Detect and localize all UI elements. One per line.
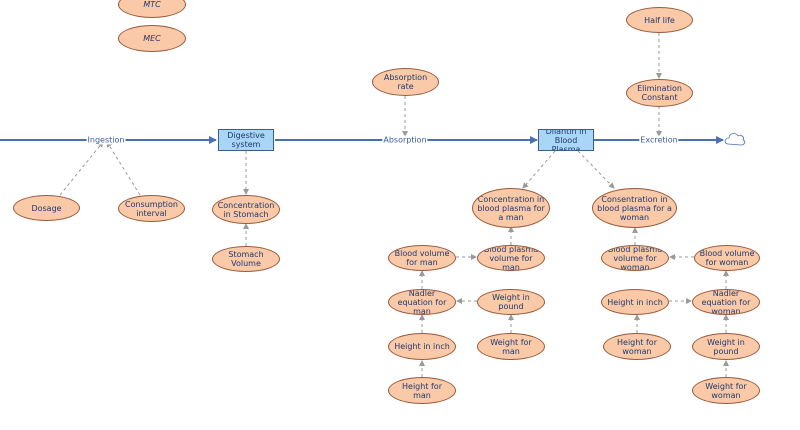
variable-concentration-blood-plasma-woman[interactable]: Consentration in blood plasma for a woma… xyxy=(592,188,677,228)
link-consumption-ingestion xyxy=(106,141,141,196)
variable-mec[interactable]: MEC xyxy=(118,25,186,52)
variable-concentration-blood-plasma-man[interactable]: Concentration in blood plasma for a man xyxy=(472,188,550,228)
variable-height-for-man[interactable]: Height for man xyxy=(388,377,456,404)
variable-stomach-volume[interactable]: Stomach Volume xyxy=(212,246,280,272)
stock-dilantin-in-blood-plasma[interactable]: Dilantin in Blood Plasma xyxy=(538,129,594,151)
variable-elimination-constant[interactable]: Elimination Constant xyxy=(626,79,693,107)
variable-height-for-woman[interactable]: Height for woman xyxy=(603,333,671,360)
variable-weight-in-pound-man[interactable]: Weight in pound xyxy=(477,289,545,315)
variable-absorption-rate[interactable]: Absorption rate xyxy=(372,68,439,96)
flow-label-ingestion[interactable]: Ingestion xyxy=(86,135,126,145)
variable-weight-for-woman[interactable]: Weight for woman xyxy=(692,377,760,404)
cloud-icon xyxy=(724,133,746,146)
variable-nadler-equation-for-man[interactable]: Nadler equation for man xyxy=(388,289,456,315)
link-dilantin-conc-woman xyxy=(577,150,615,189)
link-dilantin-conc-man xyxy=(522,150,556,189)
stock-digestive-system[interactable]: Digestive system xyxy=(218,129,274,151)
variable-blood-plasma-volume-for-man[interactable]: Blood plasma volume for man xyxy=(477,245,545,271)
variable-concentration-in-stomach[interactable]: Concentration in Stomach xyxy=(212,195,280,224)
link-dosage-ingestion xyxy=(59,141,104,196)
variable-consumption-interval[interactable]: Consumption interval xyxy=(118,195,185,222)
variable-blood-volume-for-woman[interactable]: Blood volume for woman xyxy=(694,245,760,271)
variable-height-in-inch-man[interactable]: Height in inch xyxy=(388,333,456,360)
variable-blood-volume-for-man[interactable]: Blood volume for man xyxy=(388,245,456,271)
flow-label-absorption[interactable]: Absorption xyxy=(382,135,428,145)
variable-half-life[interactable]: Half life xyxy=(626,7,693,33)
variable-blood-plasma-volume-for-woman[interactable]: Blood plasma volume for woman xyxy=(601,245,669,271)
variable-weight-for-man[interactable]: Weight for man xyxy=(477,333,545,360)
variable-height-in-inch-woman[interactable]: Height in inch xyxy=(601,289,669,315)
variable-nadler-equation-for-woman[interactable]: Nadler equation for woman xyxy=(692,289,760,315)
variable-weight-in-pound-woman[interactable]: Weight in pound xyxy=(692,333,760,360)
flow-label-excretion[interactable]: Excretion xyxy=(639,135,679,145)
variable-dosage[interactable]: Dosage xyxy=(13,195,80,221)
